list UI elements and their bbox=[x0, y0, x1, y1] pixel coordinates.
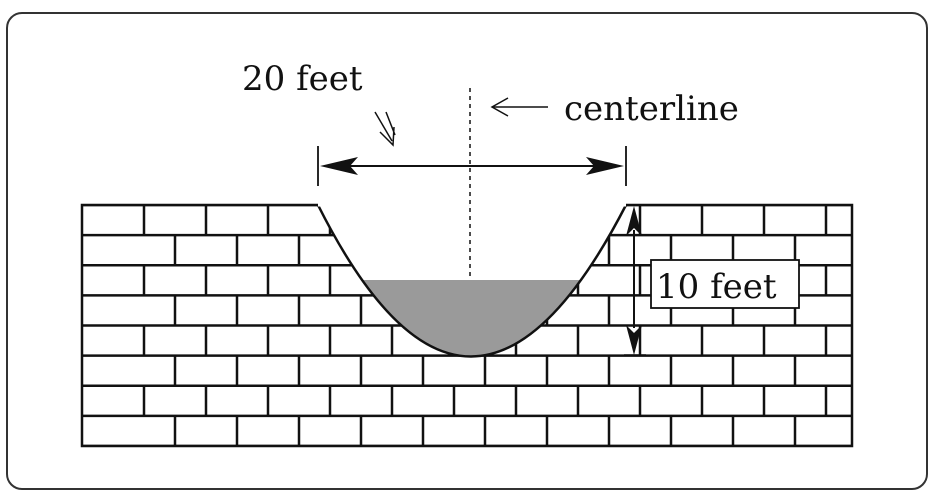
width-label-pointer bbox=[374, 111, 396, 147]
trench-curve bbox=[316, 204, 628, 358]
centerline-pointer bbox=[490, 97, 548, 117]
width-label: 20 feet bbox=[242, 59, 363, 99]
depth-label: 10 feet bbox=[656, 267, 777, 307]
depth-label-box bbox=[650, 259, 800, 309]
width-dimension bbox=[317, 146, 627, 186]
arrowhead-left-icon bbox=[320, 157, 358, 175]
arrowhead-right-icon bbox=[586, 157, 624, 175]
depth-dimension bbox=[624, 206, 646, 356]
figure-frame bbox=[6, 12, 928, 490]
arrowhead-up-icon bbox=[626, 206, 642, 236]
arrowhead-down-icon bbox=[626, 325, 642, 355]
centerline-label: centerline bbox=[564, 89, 739, 129]
